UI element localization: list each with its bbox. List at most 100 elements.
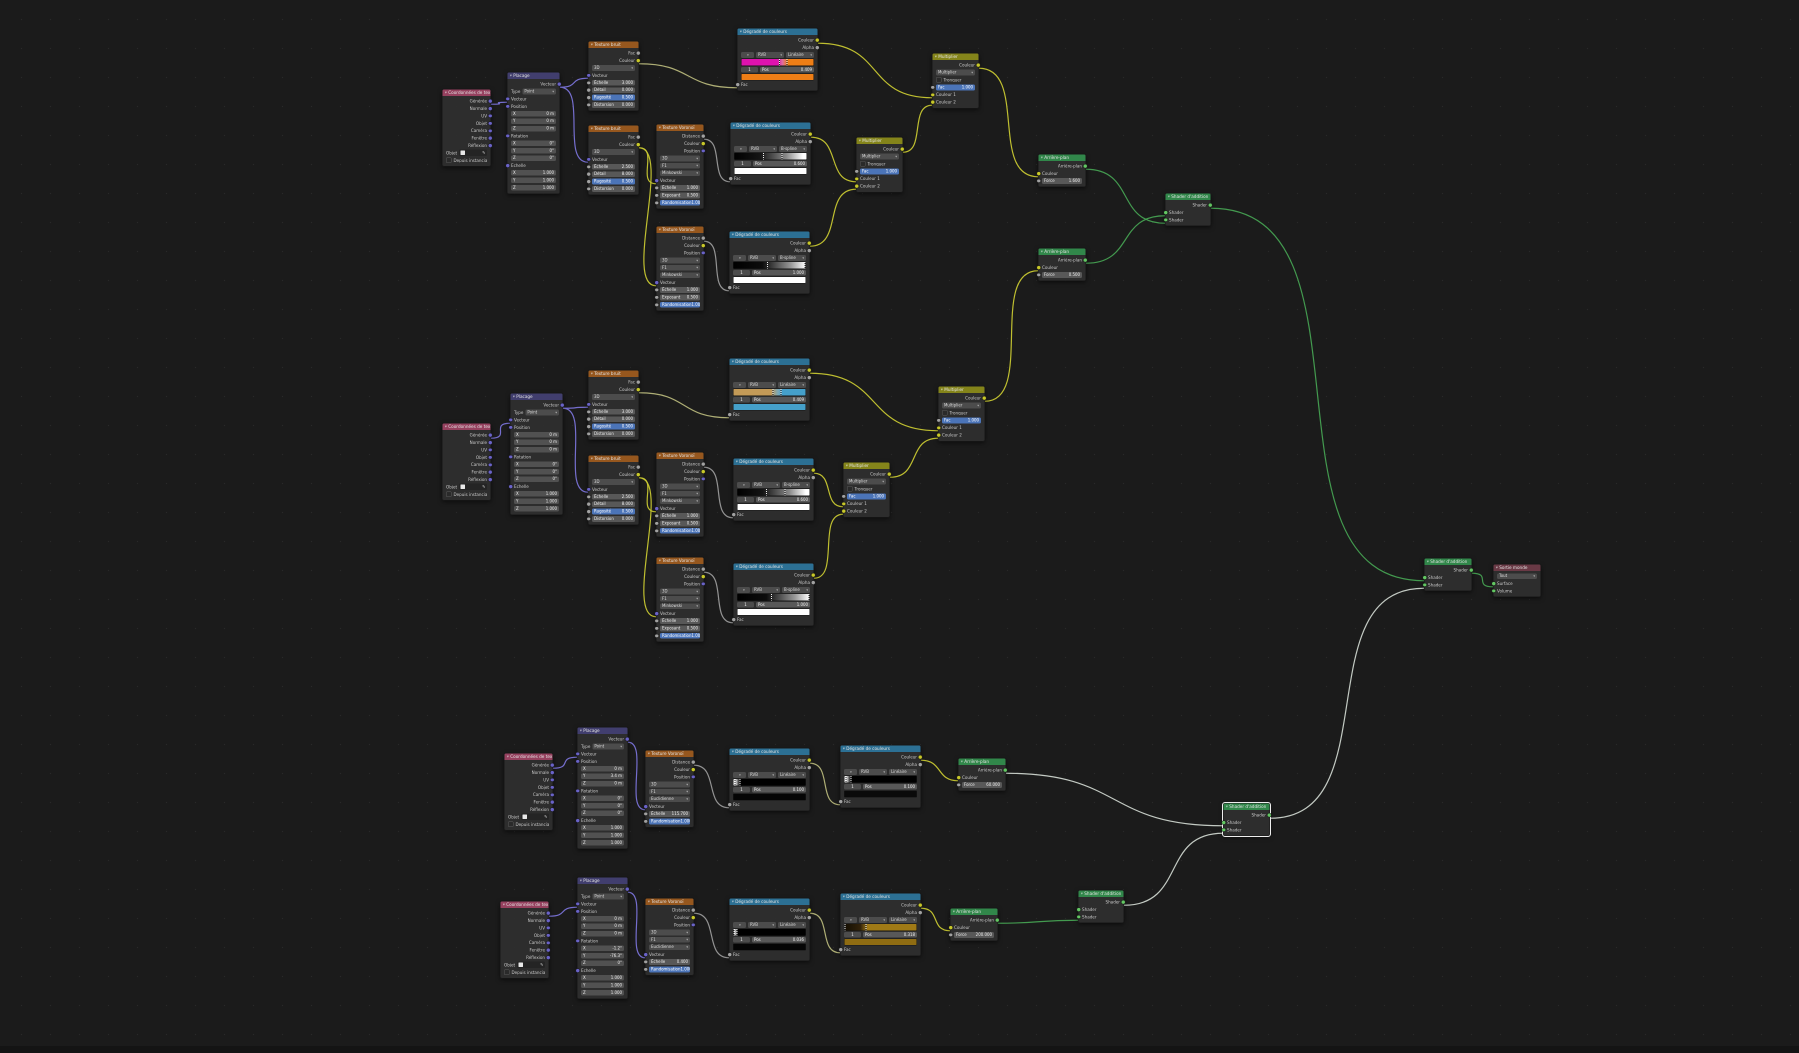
input-socket-Shader[interactable]: [1221, 827, 1226, 833]
ramp-index-field[interactable]: 1: [741, 66, 758, 73]
input-socket-Position[interactable]: [575, 759, 580, 764]
input-socket-Échelle[interactable]: [654, 618, 659, 624]
input-socket-Couleur[interactable]: [948, 925, 953, 930]
output-socket-Caméra[interactable]: [488, 462, 493, 467]
node-header[interactable]: ▾Texture Voronoï: [656, 452, 704, 459]
dropdown-3D[interactable]: 3D▾: [660, 483, 700, 490]
output-socket-Distance[interactable]: [701, 567, 706, 572]
output-socket-Fac[interactable]: [636, 135, 641, 140]
gradient-stop-marker[interactable]: [850, 776, 852, 783]
input-socket-Shader[interactable]: [1163, 210, 1168, 215]
node-header[interactable]: ▾Arrière-plan: [1038, 154, 1086, 161]
dropdown-Multiplier[interactable]: Multiplier▾: [936, 69, 975, 76]
input-socket-Shader[interactable]: [1163, 217, 1168, 223]
ramp-index-field[interactable]: 1: [844, 931, 861, 938]
node-header[interactable]: ▾Texture Voronoï: [656, 557, 704, 564]
color-swatch[interactable]: [737, 503, 810, 511]
gradient-stop-marker[interactable]: [762, 153, 764, 160]
output-socket-Objet[interactable]: [546, 933, 551, 938]
output-socket-Fac[interactable]: [636, 380, 641, 385]
output-socket-Alpha[interactable]: [811, 475, 816, 480]
gradient-stop-marker[interactable]: [766, 262, 768, 269]
dropdown-Minkowski[interactable]: Minkowski▾: [660, 498, 700, 505]
dropdown-Multiplier[interactable]: Multiplier▾: [942, 402, 981, 409]
gradient-stop-marker[interactable]: [765, 489, 767, 496]
input-socket-Fac[interactable]: [854, 169, 859, 174]
color-mode-dropdown[interactable]: RVB▾: [748, 255, 776, 261]
input-socket-Vecteur[interactable]: [575, 751, 580, 757]
output-socket-Distance[interactable]: [691, 908, 696, 913]
input-socket-Couleur[interactable]: [956, 775, 961, 780]
output-socket-Vecteur[interactable]: [625, 737, 630, 742]
vector-component-field[interactable]: Y-76.3°: [581, 953, 624, 959]
input-socket-Échelle[interactable]: [575, 818, 580, 823]
input-socket-Fac[interactable]: [936, 418, 941, 423]
output-socket-Couleur[interactable]: [808, 132, 813, 137]
interpolation-dropdown[interactable]: Linéaire▾: [889, 917, 917, 923]
input-socket-Fac[interactable]: [728, 176, 733, 181]
input-socket-Fac[interactable]: [727, 802, 732, 807]
dropdown-F1[interactable]: F1▾: [660, 490, 700, 497]
ramp-tools-dropdown[interactable]: ▾: [733, 922, 746, 928]
node-header[interactable]: ▾Sortie monde: [1493, 564, 1541, 571]
dropdown-3D[interactable]: 3D▾: [592, 394, 635, 400]
input-socket-Shader[interactable]: [1076, 914, 1081, 920]
input-socket-Vecteur[interactable]: [654, 178, 659, 183]
color-swatch[interactable]: [737, 608, 810, 616]
input-socket-Fac[interactable]: [841, 494, 846, 499]
input-socket-Exposant[interactable]: [654, 521, 659, 526]
input-socket-Vecteur[interactable]: [654, 280, 659, 285]
node-header[interactable]: ▾Dégradé de couleurs: [840, 893, 921, 900]
input-socket-Détail[interactable]: [586, 417, 591, 422]
output-socket-Couleur[interactable]: [982, 396, 987, 401]
output-socket-Arrière-plan[interactable]: [1083, 258, 1088, 263]
gradient-bar[interactable]: [733, 778, 806, 787]
dropdown-Multiplier[interactable]: Multiplier▾: [847, 478, 886, 485]
node-header[interactable]: ▾Dégradé de couleurs: [730, 122, 811, 129]
output-socket-Couleur[interactable]: [636, 472, 641, 477]
color-mode-dropdown[interactable]: RVB▾: [748, 382, 776, 388]
interpolation-dropdown[interactable]: Linéaire▾: [889, 769, 917, 775]
checkbox-Tronquer[interactable]: [847, 486, 853, 492]
input-socket-Randomisation[interactable]: [643, 819, 648, 824]
output-socket-Normale[interactable]: [488, 106, 493, 111]
node-header[interactable]: ▾Dégradé de couleurs: [729, 231, 810, 238]
dropdown-F1[interactable]: F1▾: [660, 595, 700, 602]
input-socket-Randomisation[interactable]: [654, 302, 659, 307]
input-socket-Fac[interactable]: [727, 952, 732, 957]
input-socket-Détail[interactable]: [586, 502, 591, 507]
gradient-bar[interactable]: [734, 152, 807, 161]
node-header[interactable]: ▾Placage: [510, 393, 563, 400]
output-socket-Fenêtre[interactable]: [488, 136, 493, 141]
input-socket-Échelle[interactable]: [643, 959, 648, 965]
output-socket-Shader[interactable]: [1208, 203, 1213, 208]
output-socket-Distance[interactable]: [701, 462, 706, 467]
dropdown-Minkowski[interactable]: Minkowski▾: [660, 603, 700, 610]
interpolation-dropdown[interactable]: B-spline▾: [778, 255, 806, 261]
